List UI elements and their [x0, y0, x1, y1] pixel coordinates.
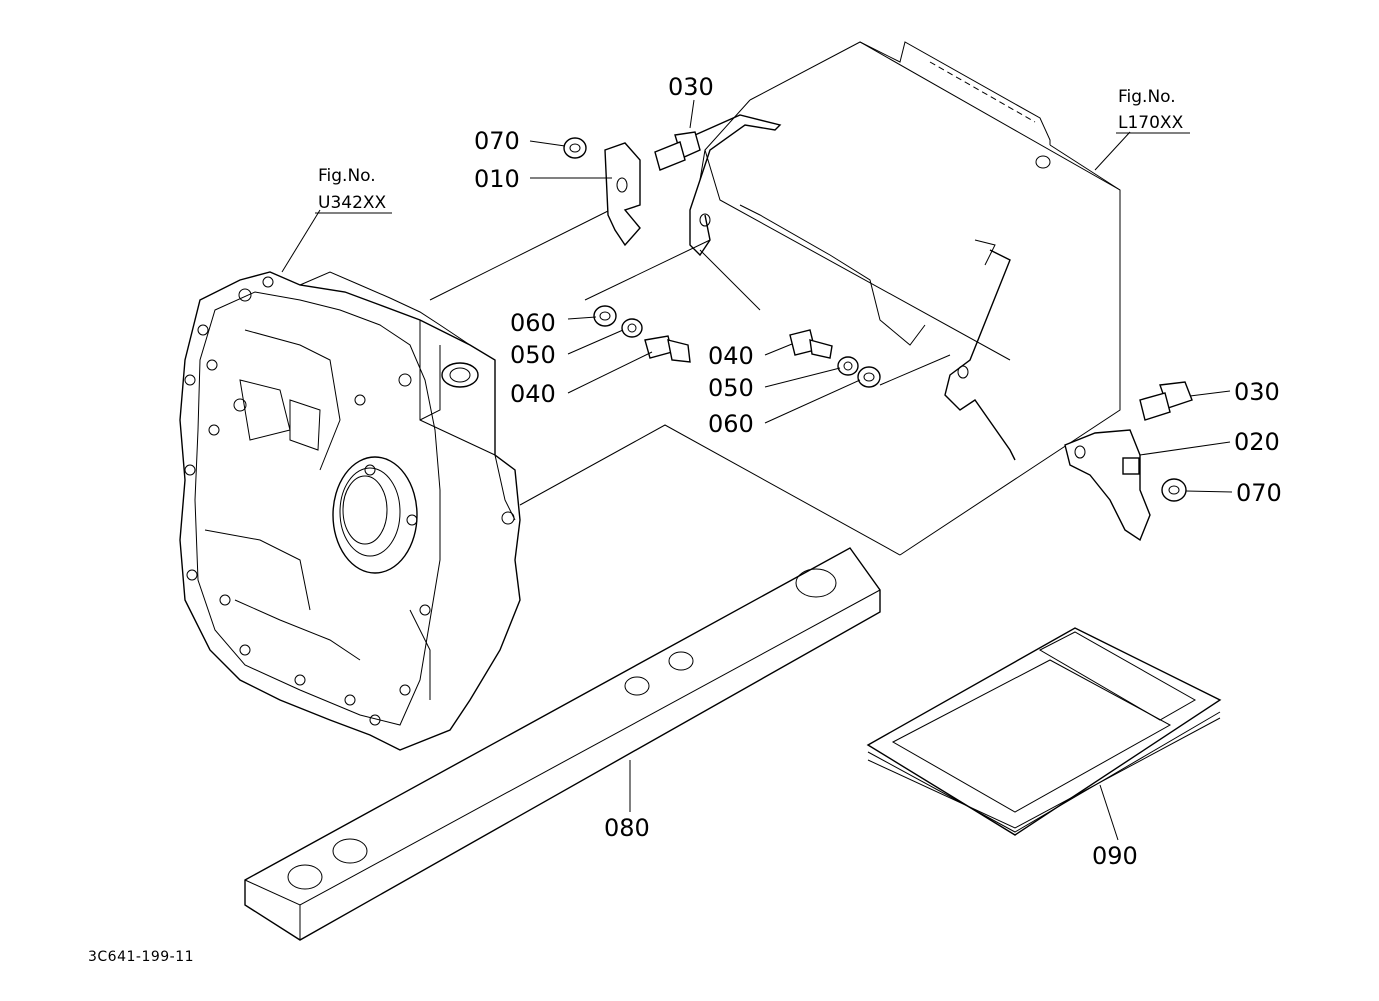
washer-050-mid — [837, 356, 859, 376]
bracket-010 — [604, 142, 641, 247]
fig-ref-leader-left — [281, 209, 321, 273]
callout-030-top: 030 — [668, 73, 714, 101]
transmission-housing — [179, 271, 521, 751]
fig-ref-right-number: L170XX — [1118, 113, 1184, 133]
nut-070-right — [1161, 478, 1187, 502]
fig-ref-leader-right — [1094, 131, 1131, 171]
fig-ref-left-number: U342XX — [318, 193, 387, 213]
washer-050-left — [621, 318, 643, 338]
fig-ref-right-title: Fig.No. — [1118, 87, 1176, 107]
bolt-030-right — [1139, 381, 1193, 421]
drawbar-080 — [244, 547, 881, 941]
callout-070-top: 070 — [474, 127, 520, 155]
cover-box-phantom — [689, 41, 1121, 556]
bolt-040-mid — [789, 329, 833, 359]
callout-030-right: 030 — [1234, 378, 1280, 406]
bolt-030-top — [654, 131, 701, 171]
callout-020: 020 — [1234, 428, 1280, 456]
callout-leaders — [529, 99, 1233, 841]
bracket-020 — [1064, 429, 1151, 542]
bolt-040-left — [644, 335, 691, 363]
callout-080: 080 — [604, 814, 650, 842]
washer-060-left — [593, 305, 617, 327]
callout-050-left: 050 — [510, 341, 556, 369]
callout-040-left: 040 — [510, 380, 556, 408]
callout-050-mid: 050 — [708, 374, 754, 402]
nut-070-top — [563, 137, 587, 159]
callout-060-left: 060 — [510, 309, 556, 337]
drawing-code: 3C641-199-11 — [88, 949, 194, 965]
callout-090: 090 — [1092, 842, 1138, 870]
callout-060-mid: 060 — [708, 410, 754, 438]
phantom-outline-lines — [429, 209, 951, 556]
washer-060-mid — [857, 366, 881, 388]
callout-070-right: 070 — [1236, 479, 1282, 507]
callout-010: 010 — [474, 165, 520, 193]
callout-040-mid: 040 — [708, 342, 754, 370]
fig-ref-left-title: Fig.No. — [318, 166, 376, 186]
manual-090 — [866, 627, 1222, 836]
